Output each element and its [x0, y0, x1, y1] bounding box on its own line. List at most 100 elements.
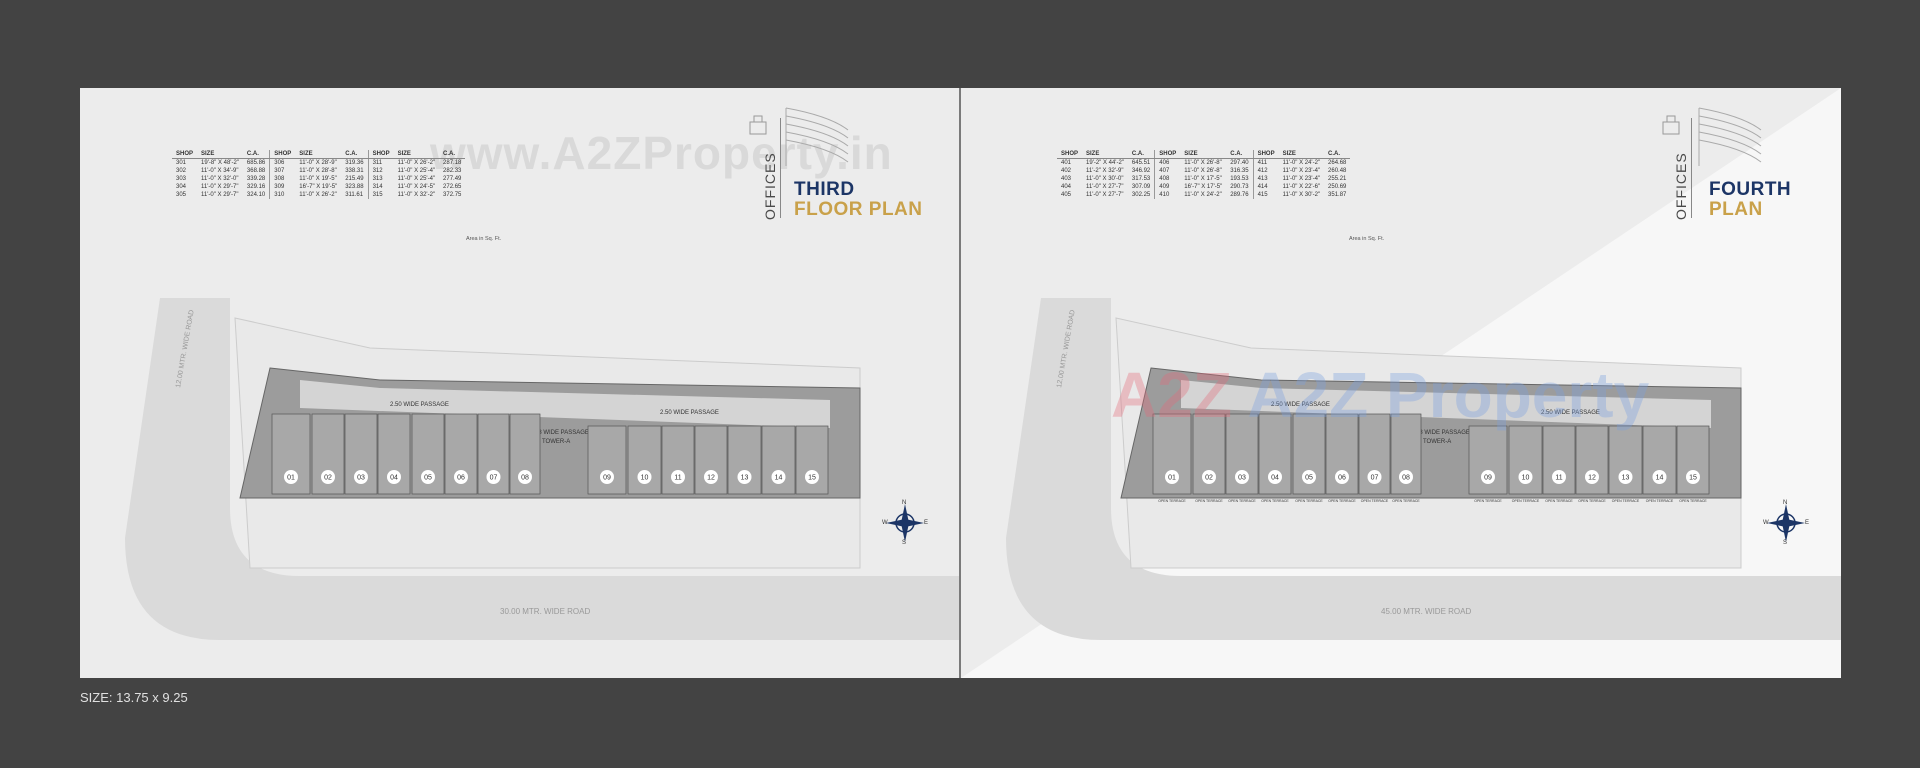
table-header: SIZE — [393, 150, 440, 159]
table-header: C.A. — [242, 150, 270, 159]
table-cell: 16'-7" X 17'-5" — [1184, 184, 1223, 190]
shop-number-badge — [1618, 470, 1633, 484]
shop-number: 11 — [1555, 475, 1562, 482]
table-cell: 312 — [367, 167, 394, 175]
shop-number-badge — [421, 470, 435, 484]
compass-icon — [1767, 504, 1805, 542]
table-cell: 11'-0" X 27'-7" — [1086, 184, 1124, 190]
open-terrace-label: OPEN TERRACE — [1545, 499, 1573, 503]
table-cell: 193.53 — [1230, 176, 1249, 182]
table-cell: 11'-0" X 17'-5" — [1184, 176, 1222, 182]
table-cell: 19'-8" X 48'-2" — [201, 160, 239, 166]
open-terrace-label: OPEN TERRACE — [1392, 499, 1420, 503]
shop-number: 04 — [1271, 475, 1279, 482]
shop-number: 13 — [741, 475, 749, 482]
table-cell: 401 — [1061, 160, 1072, 166]
heading-divider — [1691, 118, 1692, 218]
table-cell: 307.09 — [1131, 184, 1151, 190]
shop-number: 06 — [1338, 475, 1346, 482]
table-cell: 310 — [269, 191, 296, 199]
table-cell: 412 — [1252, 167, 1279, 175]
building-logo-icon — [1662, 107, 1762, 166]
table-cell: 402 — [1061, 168, 1072, 174]
passage-left-label: 2.50 WIDE PASSAGE — [390, 402, 449, 408]
table-cell: 323.88 — [345, 184, 364, 190]
table-cell: 410 — [1154, 191, 1181, 199]
open-terrace-label: OPEN TERRACE — [1679, 499, 1707, 503]
shop-number: 11 — [674, 475, 681, 482]
table-cell: 11'-0" X 24'-2" — [1184, 192, 1222, 198]
shop-number-badge — [1481, 470, 1495, 484]
table-header: SIZE — [1082, 150, 1128, 159]
title-line2: FLOOR PLAN — [794, 199, 923, 220]
compass-e: E — [1805, 520, 1810, 526]
compass-icon — [886, 504, 924, 542]
shop-number-badge — [805, 470, 819, 484]
tower-label: TOWER-A — [542, 439, 570, 445]
table-cell: 308 — [269, 175, 296, 183]
table-cell: 407 — [1154, 167, 1181, 175]
shop-number: 01 — [1168, 475, 1176, 482]
table-cell: 409 — [1154, 183, 1181, 191]
table-cell: 304 — [176, 184, 187, 190]
shop-number: 09 — [603, 475, 611, 482]
open-terrace-label: OPEN TERRACE — [1158, 499, 1186, 503]
table-cell: 11'-0" X 30'-0" — [1086, 176, 1124, 182]
watermark-text: www.A2ZProperty.in — [430, 127, 893, 179]
table-cell: 11'-0" X 27'-7" — [1086, 192, 1124, 198]
shop-number: 02 — [324, 475, 332, 482]
site-plan: 12.00 MTR. WIDE ROAD 30.00 MTR. WIDE ROA… — [125, 298, 959, 640]
open-terrace-label: OPEN TERRACE — [1295, 499, 1323, 503]
table-cell: 301 — [176, 160, 187, 166]
table-cell: 11'-0" X 29'-7" — [201, 184, 239, 190]
shop-number-badge — [771, 470, 786, 484]
compass-w: W — [1763, 520, 1769, 526]
table-cell: 11'-0" X 25'-4" — [397, 176, 436, 182]
shop-number: 13 — [1622, 475, 1630, 482]
table-cell: 405 — [1061, 192, 1072, 198]
table-header: SHOP — [1057, 150, 1083, 159]
table-cell: 255.21 — [1328, 176, 1347, 182]
table-header: C.A. — [439, 150, 466, 159]
shop-number: 07 — [1371, 475, 1379, 482]
shop-number-badge — [1367, 470, 1382, 484]
site-plan: 12.00 MTR. WIDE ROAD 45.00 MTR. WIDE ROA… — [1006, 298, 1841, 640]
shop-number: 01 — [287, 475, 295, 482]
bottom-road-label: 45.00 MTR. WIDE ROAD — [1381, 607, 1471, 616]
shop-number: 07 — [490, 475, 498, 482]
compass-s: S — [1783, 540, 1788, 546]
shop-number: 08 — [1402, 475, 1410, 482]
shop-number-badge — [1268, 470, 1282, 484]
table-cell: 645.51 — [1131, 160, 1151, 166]
open-terrace-label: OPEN TERRACE — [1195, 499, 1223, 503]
table-cell: 303 — [176, 176, 187, 182]
table-cell: 16'-7" X 19'-5" — [299, 184, 338, 190]
shop-number-badge — [1552, 470, 1566, 484]
table-cell: 11'-2" X 32'-9" — [1086, 168, 1124, 174]
shop-number-badge — [486, 470, 501, 484]
passage-right-label: 2.50 WIDE PASSAGE — [1541, 410, 1600, 416]
table-cell: 415 — [1252, 191, 1279, 199]
shop-number-badge — [454, 470, 468, 484]
passage-mid-label: 2.88 WIDE PASSAGE — [1411, 430, 1470, 436]
compass-s: S — [902, 540, 907, 546]
table-cell: 11'-0" X 23'-4" — [1282, 168, 1321, 174]
table-cell: 272.65 — [443, 184, 462, 190]
shop-number-badge — [1202, 470, 1216, 484]
table-cell: 11'-0" X 23'-4" — [1282, 176, 1321, 182]
table-cell: 11'-0" X 22'-6" — [1282, 184, 1321, 190]
table-cell: 11'-0" X 24'-5" — [397, 184, 436, 190]
shop-number-badge — [637, 470, 652, 484]
table-cell: 302.25 — [1131, 192, 1151, 198]
table-cell: 302 — [176, 168, 187, 174]
open-terrace-label: OPEN TERRACE — [1328, 499, 1356, 503]
table-cell: 372.75 — [443, 192, 462, 198]
